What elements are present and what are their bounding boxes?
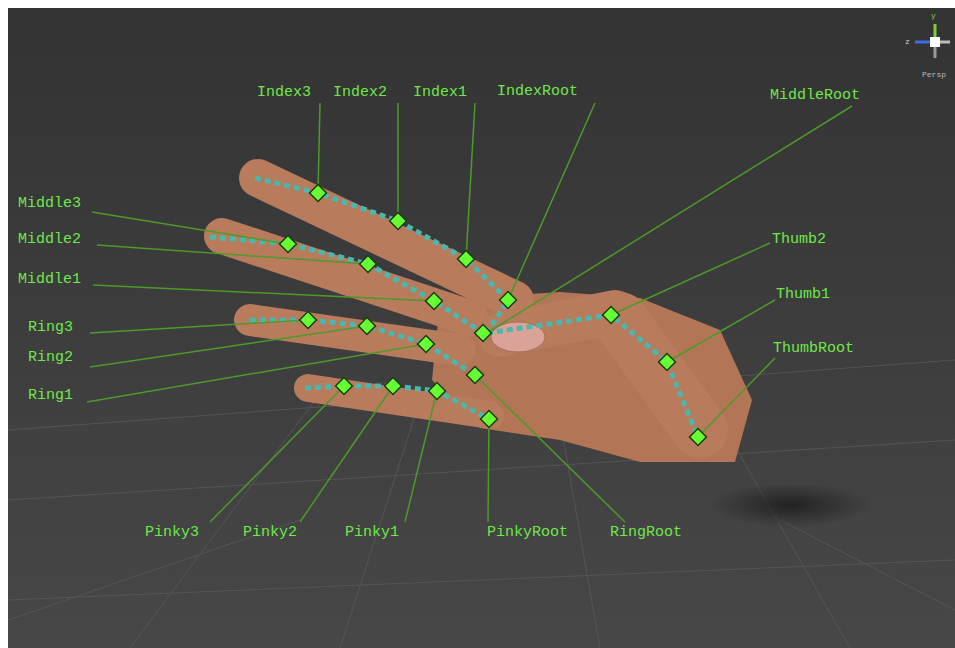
joint-label: Middle3	[18, 195, 81, 213]
joint-label: Middle1	[18, 271, 81, 289]
ground-grid	[8, 360, 955, 648]
joint-label: Index3	[257, 84, 311, 102]
axis-gizmo	[915, 24, 950, 58]
leader-lines	[87, 103, 852, 522]
joint-label: Index1	[413, 84, 467, 102]
hand-shape	[222, 178, 752, 462]
joint-label: Pinky1	[345, 524, 399, 542]
joint-label: IndexRoot	[497, 83, 578, 101]
joint-label: Index2	[333, 84, 387, 102]
joint-label: Ring3	[28, 319, 73, 337]
joint-label: Thumb1	[776, 286, 830, 304]
joint-label: Ring2	[28, 349, 73, 367]
joint-label: MiddleRoot	[770, 87, 860, 105]
joint-label: Pinky2	[243, 524, 297, 542]
joint-label: Persp	[922, 69, 946, 80]
joint-label: PinkyRoot	[487, 524, 568, 542]
hand-shadow	[710, 483, 870, 527]
joint-label: Ring1	[28, 387, 73, 405]
bone-chain	[210, 178, 698, 437]
joint-label: ThumbRoot	[773, 340, 854, 358]
joint-label: Pinky3	[145, 524, 199, 542]
joint-label: z	[905, 36, 910, 47]
joint-label: Middle2	[18, 231, 81, 249]
joint-label: RingRoot	[610, 524, 682, 542]
joint-markers	[280, 185, 707, 446]
viewport	[8, 8, 955, 648]
joint-label: y	[931, 10, 936, 21]
joint-label: Thumb2	[772, 231, 826, 249]
